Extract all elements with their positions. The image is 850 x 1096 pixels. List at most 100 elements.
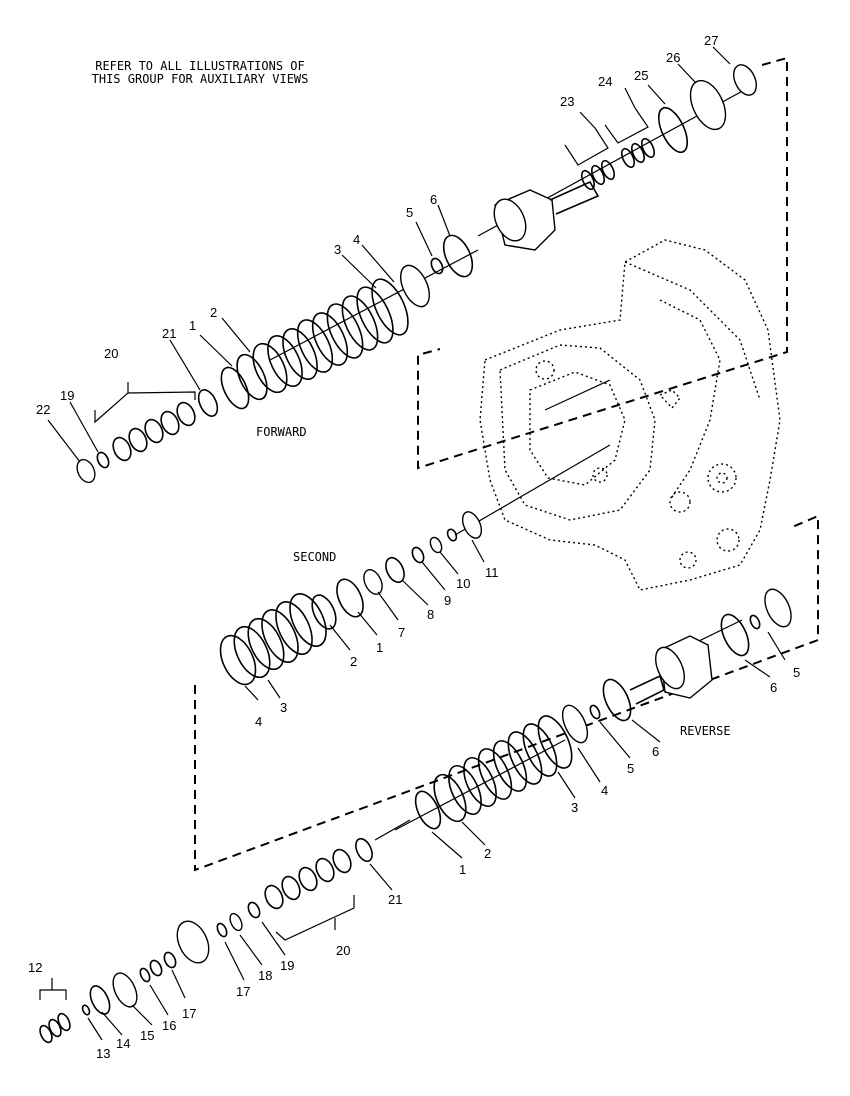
callout: 2 — [350, 654, 357, 669]
callout: 20 — [336, 943, 350, 958]
rev-part-20-rings — [264, 848, 352, 910]
fwd-part-hub — [399, 264, 431, 308]
callout: 13 — [96, 1046, 110, 1061]
fwd-part-6 — [442, 234, 474, 278]
fwd-part-27 — [732, 64, 758, 96]
callout: 10 — [456, 576, 470, 591]
callout: 17 — [182, 1006, 196, 1021]
forward-clutch-group — [47, 46, 758, 484]
rev-part-18 — [229, 912, 243, 932]
callout: 26 — [666, 50, 680, 65]
callout: 22 — [36, 402, 50, 417]
fwd-part-23-rings — [581, 159, 615, 191]
callouts-second: 4 3 2 1 7 8 9 10 11 — [255, 565, 499, 729]
reverse-clutch-pack — [433, 715, 573, 823]
callout: 1 — [459, 862, 466, 877]
rev-part-17b — [163, 951, 177, 969]
second-clutch-group — [219, 511, 485, 701]
fwd-part-5 — [430, 257, 444, 275]
callout: 17 — [236, 984, 250, 999]
callout: 19 — [280, 958, 294, 973]
callouts-reverse: 5 6 6 5 4 3 2 1 21 20 19 18 17 17 16 15 … — [28, 665, 800, 1061]
fwd-part-22 — [76, 458, 96, 484]
section-label-forward: FORWARD — [256, 425, 307, 439]
rev-part-housing — [176, 920, 210, 964]
callout: 3 — [571, 800, 578, 815]
callout: 4 — [601, 783, 608, 798]
callout: 27 — [704, 33, 718, 48]
rev-gear-shaft — [629, 635, 713, 705]
rev-part-6 — [720, 613, 750, 657]
callout: 6 — [652, 744, 659, 759]
rev-part-14 — [89, 985, 111, 1015]
sec-part-7 — [363, 569, 383, 595]
rev-part-16 — [149, 959, 163, 977]
fwd-part-26 — [689, 79, 727, 131]
section-label-reverse: REVERSE — [680, 724, 731, 738]
rev-part-21 — [355, 837, 373, 863]
callout: 14 — [116, 1036, 130, 1051]
fwd-gear-shaft — [493, 180, 600, 251]
callout: 3 — [334, 242, 341, 257]
dashed-boundary-lines — [194, 56, 819, 872]
callout: 21 — [388, 892, 402, 907]
callout: 3 — [280, 700, 287, 715]
callout: 16 — [162, 1018, 176, 1033]
callout: 12 — [28, 960, 42, 975]
rev-part-5b — [589, 704, 601, 720]
callout: 18 — [258, 968, 272, 983]
fwd-part-2 — [236, 353, 268, 401]
callout: 4 — [255, 714, 262, 729]
reference-note: REFER TO ALL ILLUSTRATIONS OF THIS GROUP… — [60, 60, 340, 86]
callout: 1 — [189, 318, 196, 333]
rev-part-4 — [561, 704, 589, 744]
fwd-part-1 — [220, 366, 250, 410]
callout: 5 — [793, 665, 800, 680]
rev-part-1 — [414, 790, 442, 830]
section-label-second: SECOND — [293, 550, 336, 564]
callout: 23 — [560, 94, 574, 109]
rev-part-19 — [247, 901, 261, 919]
callout: 21 — [162, 326, 176, 341]
callout: 6 — [770, 680, 777, 695]
callout: 11 — [485, 565, 499, 580]
rev-part-15 — [112, 972, 138, 1008]
transmission-case — [479, 239, 781, 591]
callout: 7 — [398, 625, 405, 640]
callout: 25 — [634, 68, 648, 83]
sec-part-1 — [336, 578, 364, 618]
rev-part-17a — [216, 922, 228, 938]
fwd-part-20-rings — [112, 401, 196, 462]
sec-part-8 — [385, 556, 405, 584]
sec-part-2 — [311, 594, 337, 630]
fwd-part-19 — [96, 451, 110, 469]
callout: 8 — [427, 607, 434, 622]
second-clutch-pack — [219, 593, 327, 686]
callouts-forward: 22 19 20 21 1 2 3 4 5 6 23 24 25 26 27 — [36, 33, 718, 417]
rev-part-16b — [139, 967, 151, 983]
reference-note-line-1: REFER TO ALL ILLUSTRATIONS OF — [95, 59, 305, 73]
sec-part-10 — [429, 536, 443, 554]
callout: 5 — [406, 205, 413, 220]
fwd-part-24-rings — [621, 137, 655, 169]
sec-part-11 — [461, 511, 483, 539]
callout: 2 — [210, 305, 217, 320]
callout: 1 — [376, 640, 383, 655]
rev-part-hub — [764, 588, 792, 628]
forward-clutch-pack — [252, 278, 409, 394]
sec-part-9 — [411, 546, 425, 564]
callout: 15 — [140, 1028, 154, 1043]
rev-part-6b — [602, 678, 632, 722]
callout: 5 — [627, 761, 634, 776]
rev-part-5 — [749, 614, 761, 630]
callout: 6 — [430, 192, 437, 207]
callout: 19 — [60, 388, 74, 403]
callout: 20 — [104, 346, 118, 361]
fwd-part-21 — [197, 389, 219, 417]
sec-part-10b — [446, 528, 458, 542]
rev-part-12-rings — [39, 1012, 71, 1044]
callout: 9 — [444, 593, 451, 608]
reverse-clutch-group — [39, 588, 792, 1044]
reference-note-line-2: THIS GROUP FOR AUXILIARY VIEWS — [91, 72, 309, 86]
